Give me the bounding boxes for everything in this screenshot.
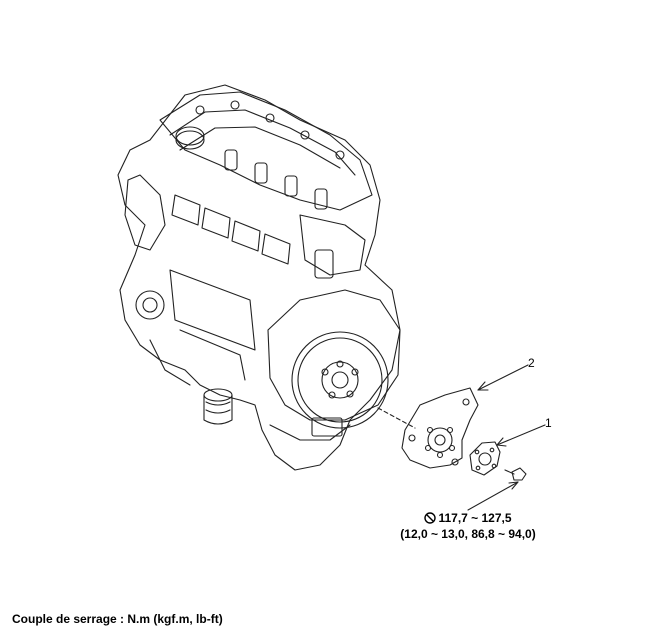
- torque-value-nm: 117,7 ~ 127,5: [438, 511, 512, 525]
- flywheel-bolt: [504, 467, 527, 481]
- engine-assembly: [117, 84, 401, 471]
- torque-value-alt: (12,0 ~ 13,0, 86,8 ~ 94,0): [400, 527, 536, 541]
- assembly-centerline: [377, 407, 416, 429]
- torque-unit-caption: Couple de serrage : N.m (kgf.m, lb-ft): [12, 612, 223, 626]
- callout-1: 1: [545, 416, 552, 430]
- leader-lines: [467, 364, 546, 511]
- torque-spec: 117,7 ~ 127,5 (12,0 ~ 13,0, 86,8 ~ 94,0): [388, 510, 548, 542]
- drive-plate-part: [401, 387, 479, 469]
- tightening-torque-icon: [424, 512, 437, 524]
- adapter-plate-part: [469, 441, 501, 476]
- callout-2: 2: [528, 356, 535, 370]
